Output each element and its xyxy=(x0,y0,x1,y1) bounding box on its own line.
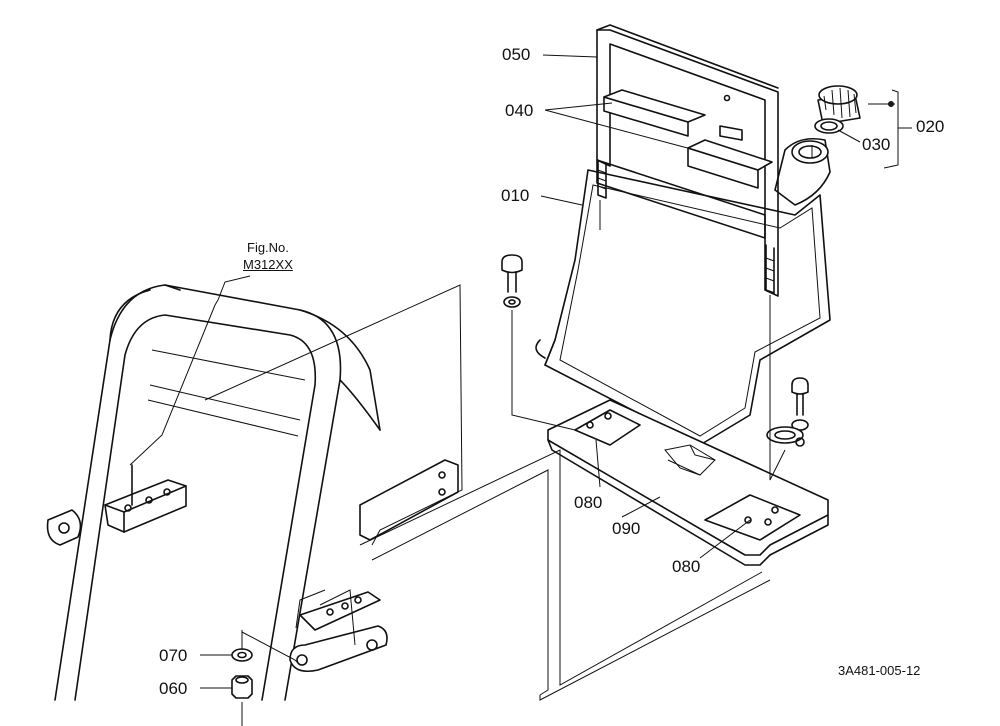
part-label-070: 070 xyxy=(159,646,188,665)
cap-assembly xyxy=(814,85,894,134)
washer-nut xyxy=(231,630,253,726)
fuel-tank xyxy=(535,137,831,446)
part-label-080-right: 080 xyxy=(672,557,701,576)
part-label-090: 090 xyxy=(612,519,641,538)
bolts xyxy=(501,254,809,447)
part-label-020: 020 xyxy=(916,117,945,136)
assembly-lines xyxy=(129,145,813,701)
part-label-060: 060 xyxy=(159,679,188,698)
figure-reference-number: M312XX xyxy=(243,257,293,272)
figure-reference-label: Fig.No. xyxy=(247,240,289,255)
part-label-010: 010 xyxy=(501,186,530,205)
part-label-080-left: 080 xyxy=(574,493,603,512)
part-label-050: 050 xyxy=(502,45,531,64)
part-label-030: 030 xyxy=(862,135,891,154)
tank-band xyxy=(596,24,779,297)
drawing-code: 3A481-005-12 xyxy=(838,663,921,678)
rubber-pads xyxy=(603,89,773,189)
part-label-040: 040 xyxy=(505,101,534,120)
tank-base xyxy=(547,399,829,566)
leader-lines xyxy=(200,54,912,689)
